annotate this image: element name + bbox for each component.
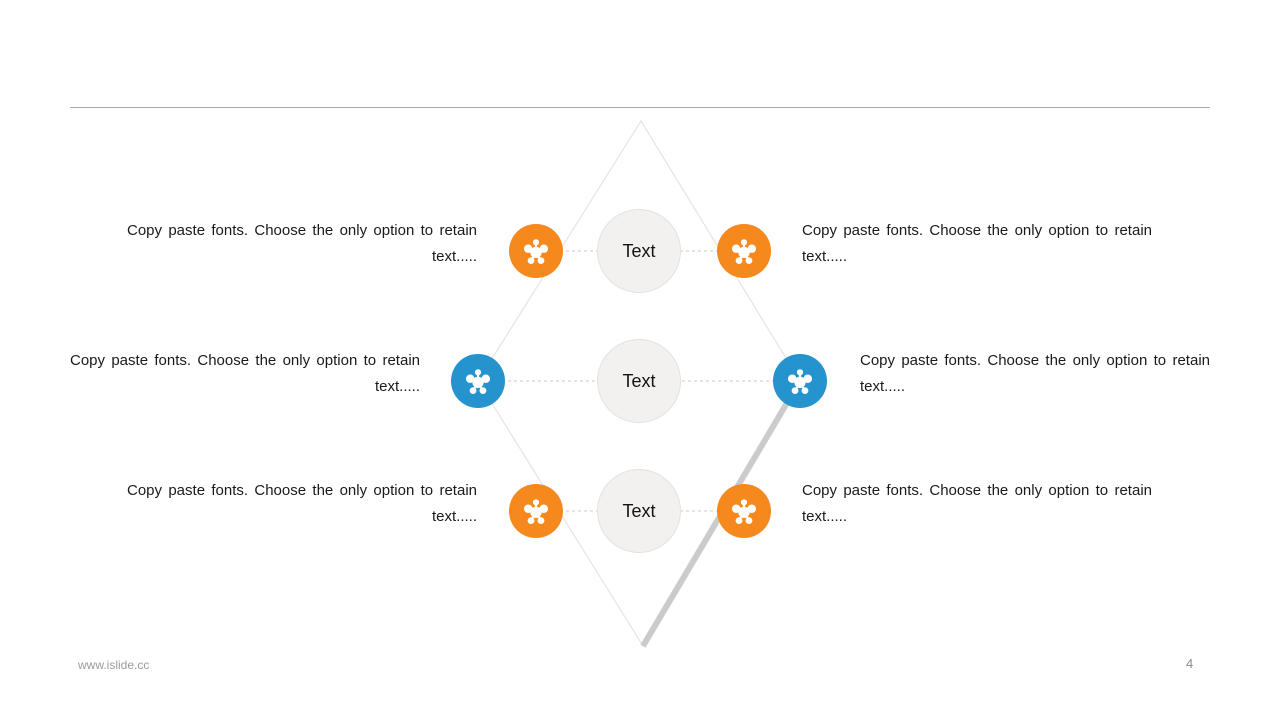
row1-left-icon-badge [509, 224, 563, 278]
row3-left-icon-badge [509, 484, 563, 538]
row2-right-icon-badge [773, 354, 827, 408]
molecule-icon [787, 369, 813, 395]
header-divider-line [70, 107, 1210, 108]
molecule-icon [523, 239, 549, 265]
row2-left-icon-badge [451, 354, 505, 408]
molecule-icon [465, 369, 491, 395]
row2-left-description: Copy paste fonts. Choose the only option… [70, 352, 420, 395]
row2-center-text-circle: Text [597, 339, 681, 423]
footer-website-text: www.islide.cc [78, 658, 150, 672]
row1-right-icon-badge [717, 224, 771, 278]
row3-left-description: Copy paste fonts. Choose the only option… [127, 482, 477, 525]
row3-right-icon-badge [717, 484, 771, 538]
row1-left-description: Copy paste fonts. Choose the only option… [127, 222, 477, 265]
row3-center-label: Text [622, 500, 656, 521]
row2-right-description: Copy paste fonts. Choose the only option… [860, 352, 1210, 395]
molecule-icon [731, 239, 757, 265]
row1-center-label: Text [622, 240, 656, 261]
page-number: 4 [1186, 656, 1194, 671]
row3-right-description: Copy paste fonts. Choose the only option… [802, 482, 1152, 525]
molecule-icon [523, 499, 549, 525]
row1-center-text-circle: Text [597, 209, 681, 293]
row2-center-label: Text [622, 370, 656, 391]
molecule-icon [731, 499, 757, 525]
row3-center-text-circle: Text [597, 469, 681, 553]
row1-right-description: Copy paste fonts. Choose the only option… [802, 222, 1152, 265]
